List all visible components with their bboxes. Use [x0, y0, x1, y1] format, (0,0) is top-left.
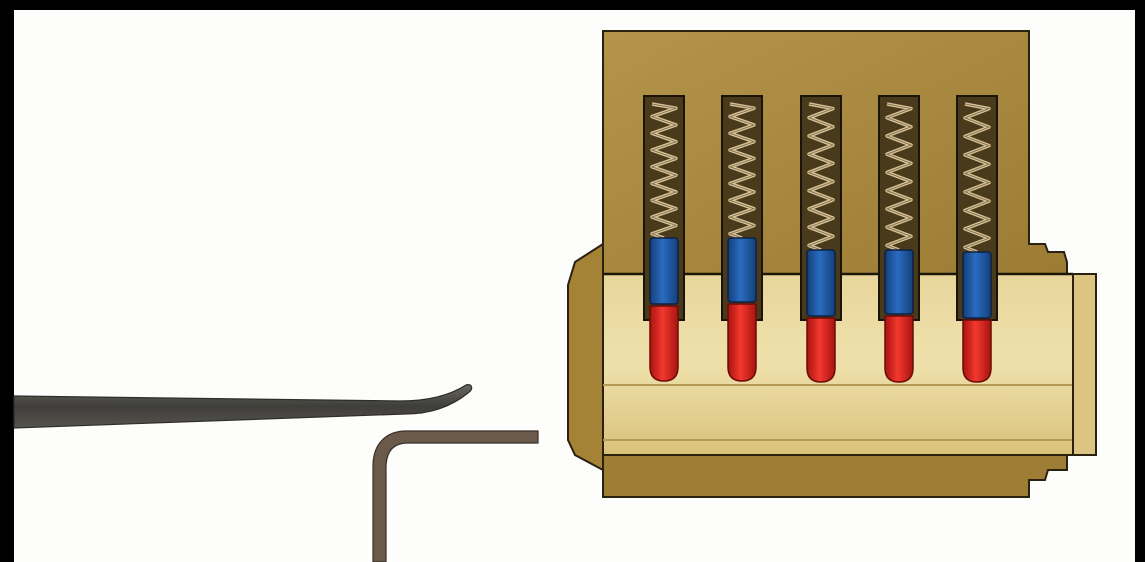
spring-shadow — [728, 103, 756, 239]
driver-pin — [727, 237, 757, 303]
pin-stack — [878, 95, 920, 383]
key-pin — [884, 315, 914, 383]
driver-pin — [806, 249, 836, 317]
plug-end-cap — [1072, 273, 1097, 456]
driver-pin — [649, 237, 679, 305]
key-pin — [727, 303, 757, 382]
spring-shadow — [807, 103, 835, 251]
lock-pick — [13, 384, 473, 429]
driver-pin — [884, 249, 914, 315]
key-pin — [649, 305, 679, 382]
pin-stack — [956, 95, 998, 383]
spring-shadow — [650, 103, 678, 239]
spring-shadow — [885, 103, 913, 251]
pin-stack — [643, 95, 685, 382]
pin-stack — [721, 95, 763, 382]
key-pin — [806, 317, 836, 383]
pin-stacks — [643, 95, 998, 383]
tension-wrench — [372, 430, 539, 562]
driver-pin — [962, 251, 992, 319]
lock-housing-bottom — [602, 454, 1068, 498]
key-pin — [962, 319, 992, 383]
pin-stack — [800, 95, 842, 383]
lock-housing-flange — [567, 242, 604, 472]
spring-shadow — [963, 103, 991, 253]
